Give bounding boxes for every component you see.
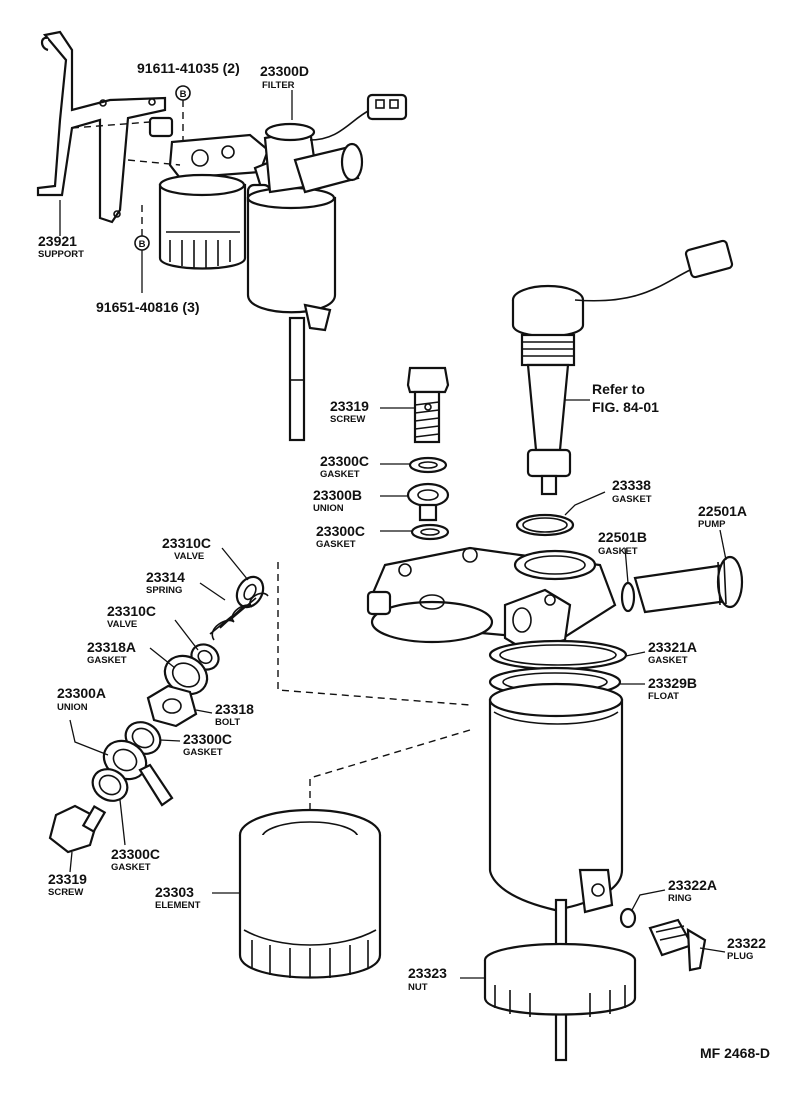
label-gasket-23321a-name: GASKET xyxy=(648,655,688,666)
part-labels: 91611-41035 (2) 23300D FILTER 23921 SUPP… xyxy=(38,60,770,1061)
label-screw-bottom-number: 23319 xyxy=(48,871,87,887)
gasket-23300c-upper xyxy=(408,456,448,474)
label-gasket-c2-number: 23300C xyxy=(316,523,365,539)
label-pump-number: 22501A xyxy=(698,503,747,519)
filter-head-body xyxy=(366,546,617,652)
figure-code: MF 2468-D xyxy=(700,1045,770,1061)
label-valve-c2-number: 23310C xyxy=(107,603,156,619)
label-union-b-name: UNION xyxy=(313,503,344,514)
label-support-number: 23921 xyxy=(38,233,77,249)
label-pump-name: PUMP xyxy=(698,519,726,530)
union-23300b xyxy=(406,482,450,522)
label-gasket-23338-number: 23338 xyxy=(612,477,651,493)
support-bracket xyxy=(36,30,167,224)
bolt-b-marker-top: B xyxy=(175,85,191,140)
label-valve-c1-number: 23310C xyxy=(162,535,211,551)
label-gasket-c1-number: 23300C xyxy=(320,453,369,469)
label-screw-bottom-name: SCREW xyxy=(48,887,83,898)
bolt-23318 xyxy=(146,684,198,728)
gasket-22501b xyxy=(620,581,636,613)
ring-23322a xyxy=(619,907,637,929)
spring-23314 xyxy=(209,592,269,641)
label-bolt-b-bottom-number: 91651-40816 (3) xyxy=(96,299,200,315)
label-gasket-c4-name: GASKET xyxy=(111,862,151,873)
label-float-number: 23329B xyxy=(648,675,697,691)
label-union-b-number: 23300B xyxy=(313,487,362,503)
label-union-a-number: 23300A xyxy=(57,685,106,701)
label-valve-c2-name: VALVE xyxy=(107,619,137,630)
bolt-b-marker-top-letter: B xyxy=(180,89,187,100)
gasket-23338 xyxy=(515,513,575,537)
bracket-clip xyxy=(148,116,174,138)
label-element-name: ELEMENT xyxy=(155,900,201,911)
gasket-23300c-left-lower xyxy=(91,768,129,802)
label-filter-name: FILTER xyxy=(262,80,295,91)
label-ring-name: RING xyxy=(668,893,692,904)
nut-23323 xyxy=(483,942,637,1017)
screw-23319-bottom xyxy=(48,804,107,854)
screw-23319-top xyxy=(406,366,450,444)
gasket-23318a xyxy=(163,654,209,696)
label-filter-number: 23300D xyxy=(260,63,309,79)
element-23303 xyxy=(238,808,382,979)
priming-pump-sensor xyxy=(511,239,734,496)
label-spring-name: SPRING xyxy=(146,585,182,596)
label-float-name: FLOAT xyxy=(648,691,679,702)
leader-lines xyxy=(59,90,727,979)
label-bolt-b-top-number: 91611-41035 (2) xyxy=(137,60,240,76)
label-bolt-23318-name: BOLT xyxy=(215,717,240,728)
label-gasket-23318a-name: GASKET xyxy=(87,655,127,666)
label-gasket-c2-name: GASKET xyxy=(316,539,356,550)
gasket-23300c-lower xyxy=(410,523,450,541)
label-screw-top-number: 23319 xyxy=(330,398,369,414)
label-gasket-23338-name: GASKET xyxy=(612,494,652,505)
bolt-b-marker-bottom-letter: B xyxy=(139,239,146,250)
label-ring-number: 23322A xyxy=(668,877,717,893)
filter-bowl xyxy=(488,682,624,1062)
bolt-b-marker-bottom: B xyxy=(134,200,150,293)
label-nut-name: NUT xyxy=(408,982,428,993)
label-gasket-23321a-number: 23321A xyxy=(648,639,697,655)
label-support-name: SUPPORT xyxy=(38,249,84,260)
label-nut-number: 23323 xyxy=(408,965,447,981)
label-gasket-23318a-number: 23318A xyxy=(87,639,136,655)
label-gasket-22501b-name: GASKET xyxy=(598,546,638,557)
label-bolt-23318-number: 23318 xyxy=(215,701,254,717)
label-plug-name: PLUG xyxy=(727,951,753,962)
pump-22501a xyxy=(633,555,744,614)
label-gasket-22501b-number: 22501B xyxy=(598,529,647,545)
label-element-number: 23303 xyxy=(155,884,194,900)
label-spring-number: 23314 xyxy=(146,569,185,585)
filter-assembly-element xyxy=(158,173,247,270)
label-union-a-name: UNION xyxy=(57,702,88,713)
label-refer-line1: Refer to xyxy=(592,381,645,397)
label-gasket-c4-number: 23300C xyxy=(111,846,160,862)
dashed-alignment-lines xyxy=(71,121,471,810)
label-plug-number: 23322 xyxy=(727,935,766,951)
label-gasket-c1-name: GASKET xyxy=(320,469,360,480)
label-refer-line2: FIG. 84-01 xyxy=(592,399,659,415)
label-gasket-c3-name: GASKET xyxy=(183,747,223,758)
gasket-23321a xyxy=(488,639,628,671)
plug-23322 xyxy=(648,918,707,972)
label-screw-top-name: SCREW xyxy=(330,414,365,425)
label-valve-c1-name: VALVE xyxy=(174,551,204,562)
filter-sensor-connector xyxy=(309,93,408,141)
filter-assembly-housing xyxy=(246,122,364,442)
label-gasket-c3-number: 23300C xyxy=(183,731,232,747)
